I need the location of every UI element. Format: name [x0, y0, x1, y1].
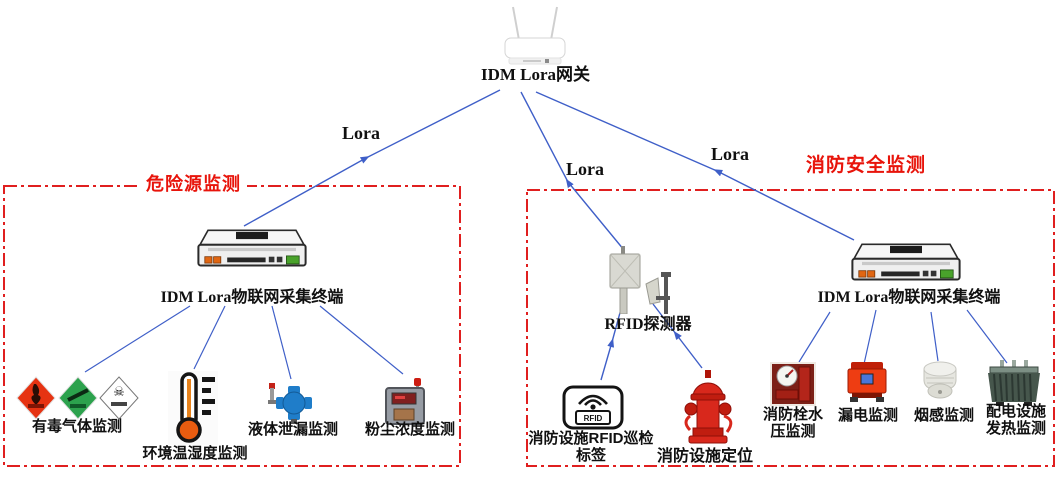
rfid-tag-text: RFID: [584, 414, 603, 423]
left-terminal-label: IDM Lora物联网采集终端: [160, 289, 344, 306]
link-dust: [319, 305, 404, 375]
hydrant-pressure-icon: [770, 362, 816, 406]
smoke-label: 烟感监测: [913, 407, 974, 424]
link-leakage: [863, 309, 877, 365]
hydrant-icon: [684, 370, 733, 444]
lora-label-middle: Lora: [566, 159, 604, 179]
transformer-icon: [988, 360, 1040, 406]
lora-label-right: Lora: [711, 144, 749, 164]
left-terminal-icon: [197, 229, 307, 267]
link-liquid-leak: [271, 305, 292, 380]
dust-label: 粉尘浓度监测: [364, 421, 455, 438]
right-terminal-icon: [851, 243, 961, 281]
link-rfid-detector-gateway: [520, 91, 625, 251]
liquid-leak-label: 液体泄漏监测: [247, 421, 338, 438]
transformer-label: 配电设施发热监测: [985, 403, 1046, 437]
fire-zone-title: 消防安全监测: [806, 155, 927, 176]
smoke-icon: [923, 361, 957, 399]
link-smoke: [930, 311, 939, 362]
hydrant-locate-label: 消防设施定位: [656, 448, 753, 465]
rfid-tag-icon: RFID: [562, 385, 624, 430]
svg-text:☠: ☠: [113, 384, 125, 399]
leakage-label: 漏电监测: [837, 407, 898, 424]
temp-humidity-icon: [168, 371, 218, 445]
temp-humidity-label: 环境温湿度监测: [142, 445, 248, 462]
rfid-detector-icon: [609, 246, 671, 314]
link-left-terminal-gateway: [243, 89, 501, 227]
link-toxic-gas: [84, 305, 191, 373]
dust-icon: [385, 378, 425, 425]
gateway-label: IDM Lora网关: [480, 65, 591, 84]
link-transformer: [966, 309, 1008, 364]
rfid-tag-label: 消防设施RFID巡检标签: [528, 430, 654, 464]
right-terminal-label: IDM Lora物联网采集终端: [817, 289, 1001, 306]
link-hydrant-detector: [652, 303, 703, 369]
leakage-icon: [847, 362, 887, 402]
toxic-gas-label: 有毒气体监测: [31, 418, 122, 435]
link-hydrant-pressure: [798, 311, 831, 363]
rfid-detector-label: RFID探测器: [604, 316, 692, 333]
fire-zone-box: [526, 189, 1055, 467]
gateway-router-icon: [504, 6, 566, 65]
link-right-terminal-gateway: [535, 91, 855, 241]
toxic-gas-icon: ☠: [16, 376, 139, 420]
lora-label-left: Lora: [342, 123, 380, 143]
hydrant-pressure-label: 消防栓水压监测: [762, 406, 823, 440]
link-temp-humidity: [193, 305, 226, 370]
hazard-zone-title: 危险源监测: [140, 170, 247, 196]
liquid-leak-icon: [268, 383, 312, 424]
